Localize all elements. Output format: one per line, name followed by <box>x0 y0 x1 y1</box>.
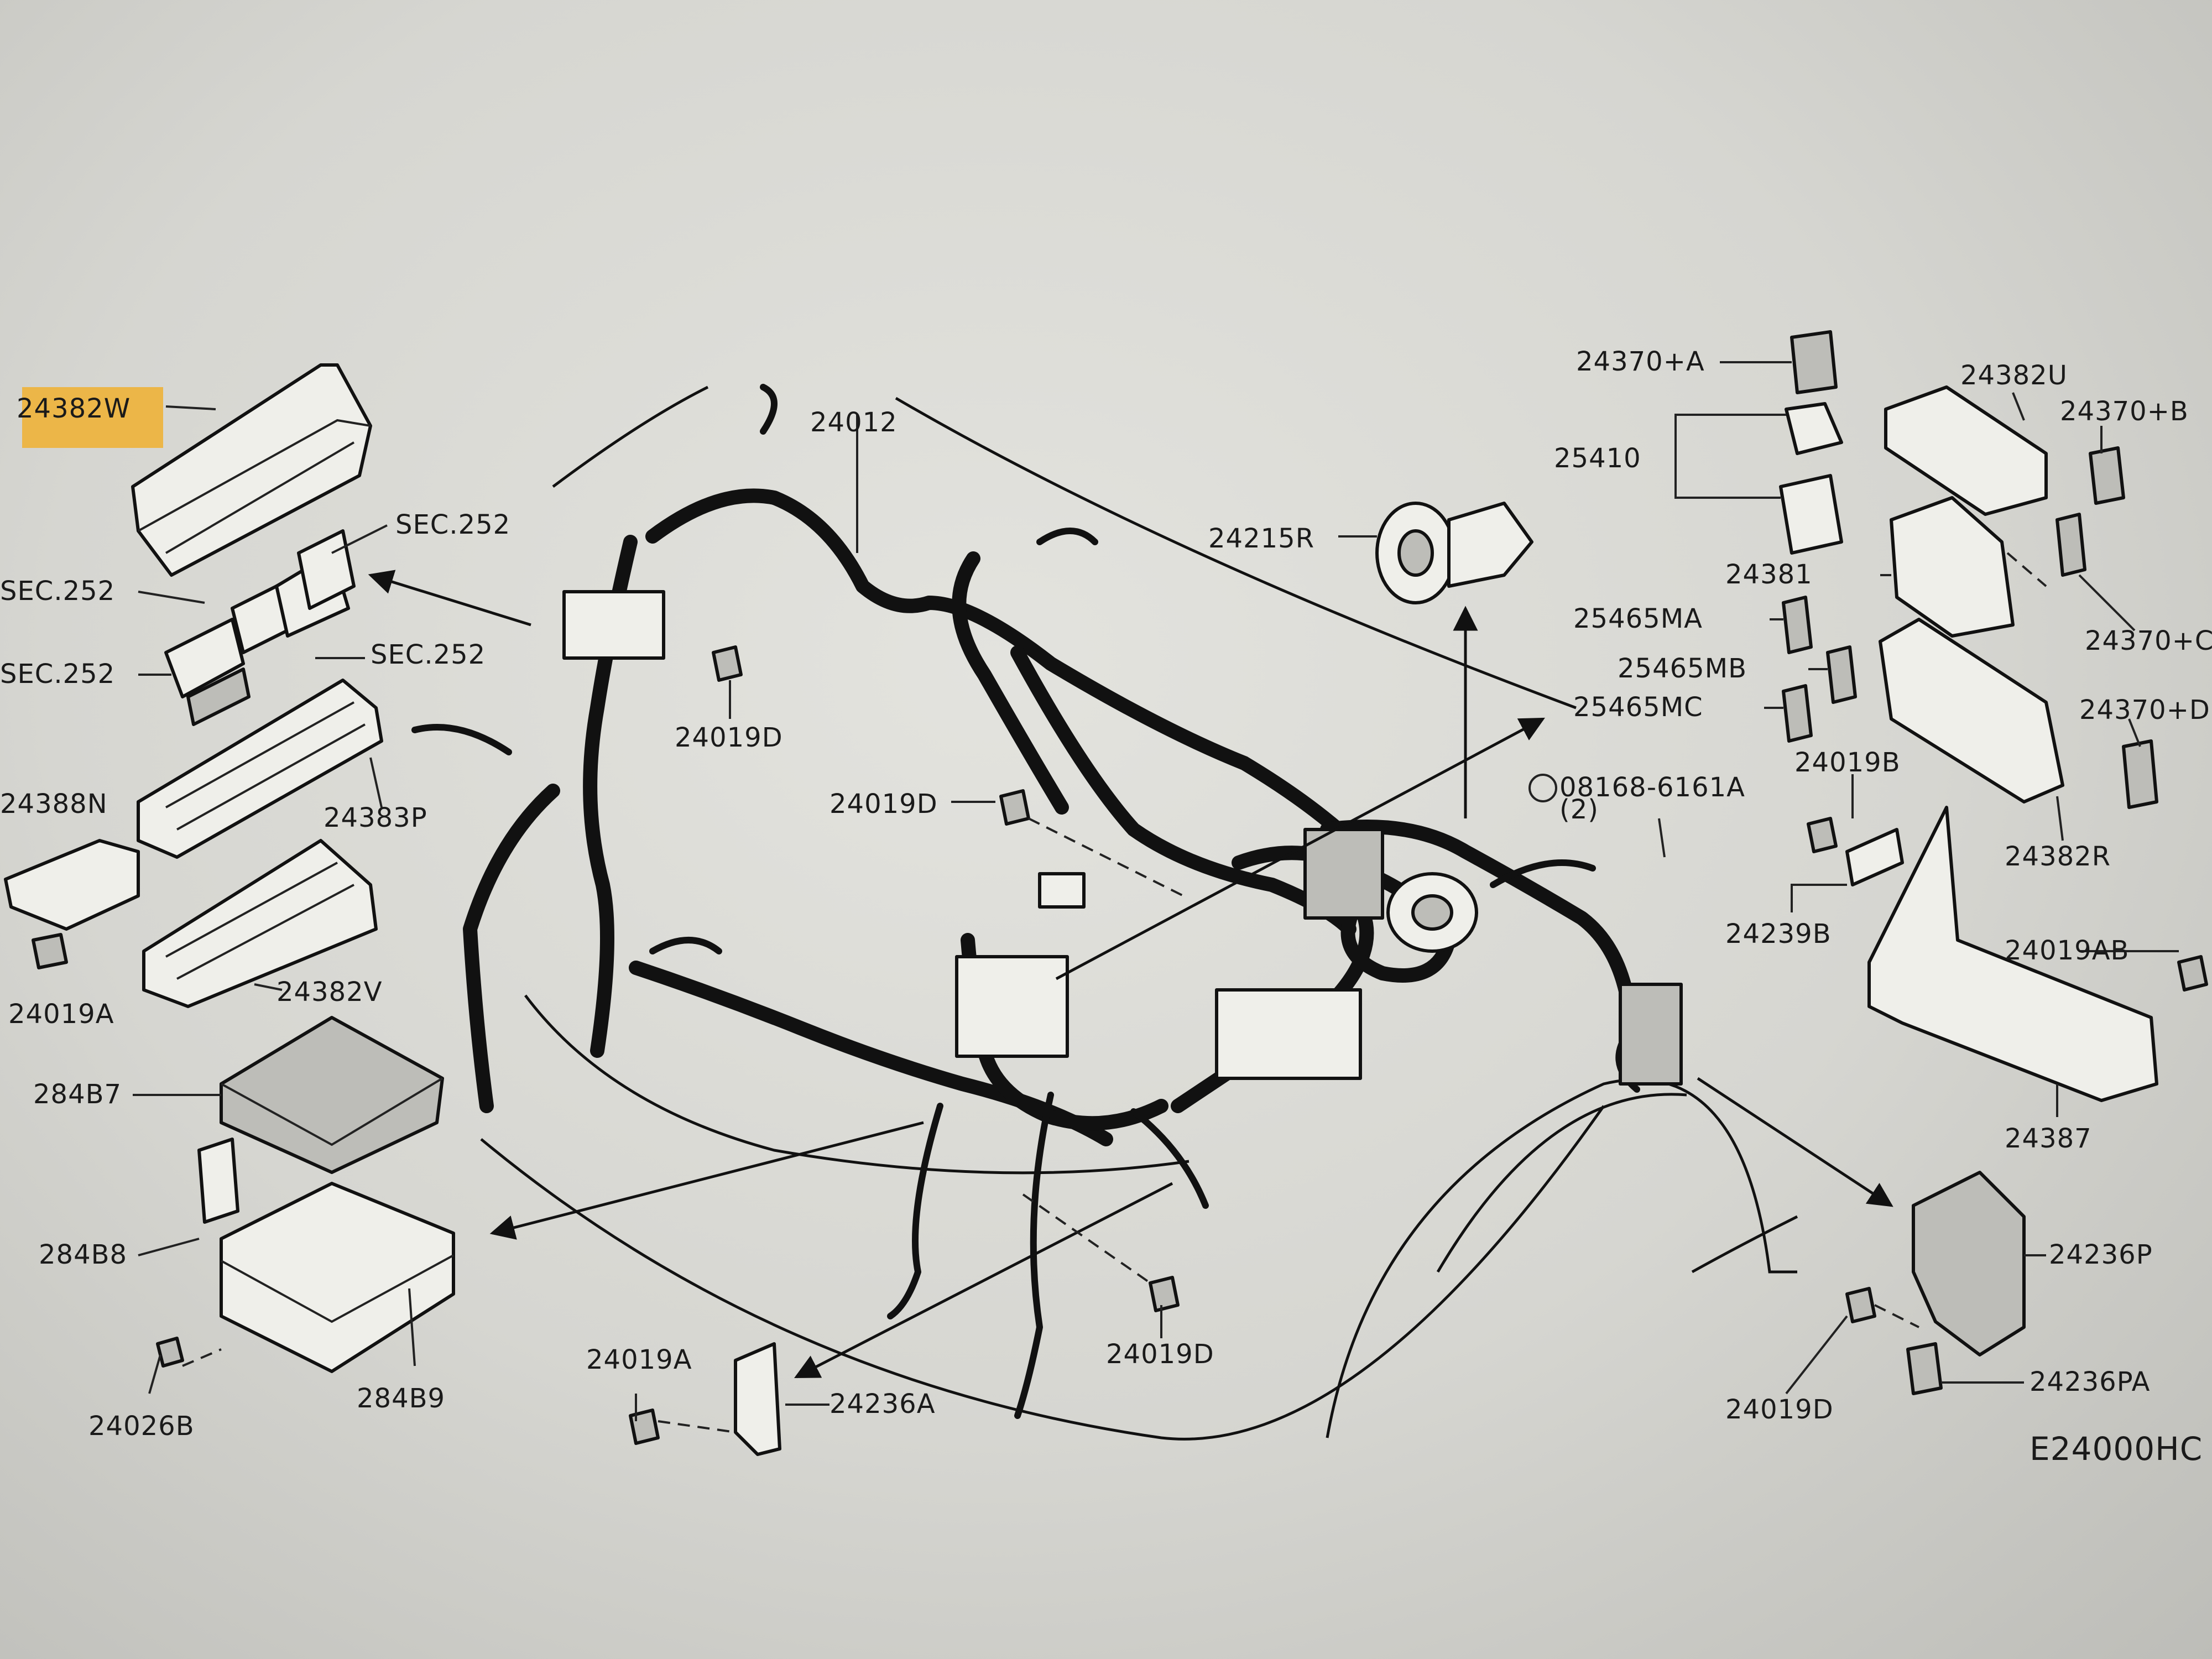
label-284B8[interactable]: 284B8 <box>39 1239 127 1270</box>
clip-284B8[interactable] <box>197 1138 239 1224</box>
label-sec252-a[interactable]: SEC.252 <box>395 509 510 540</box>
label-24382U[interactable]: 24382U <box>1960 360 2068 391</box>
fuse-box-cover-24382W[interactable] <box>131 363 372 577</box>
label-24019D-mid[interactable]: 24019D <box>830 789 938 820</box>
bolt-24019A-left[interactable] <box>32 933 68 969</box>
label-24388N[interactable]: 24388N <box>0 789 108 820</box>
label-sec252-d[interactable]: SEC.252 <box>0 659 115 690</box>
label-284B9[interactable]: 284B9 <box>357 1383 445 1414</box>
label-24236P[interactable]: 24236P <box>2049 1239 2153 1270</box>
bolt-24019A-bottom[interactable] <box>629 1408 660 1445</box>
label-24019AB[interactable]: 24019AB <box>2005 935 2129 966</box>
grommet-24215R[interactable] <box>1375 502 1533 604</box>
label-24382W[interactable]: 24382W <box>17 393 131 424</box>
relay-block-24383P[interactable] <box>137 679 383 859</box>
harness-24012[interactable] <box>411 384 1640 1419</box>
label-25465MB[interactable]: 25465MB <box>1618 653 1747 684</box>
bolt-24019D-top[interactable] <box>712 645 743 682</box>
label-24239B[interactable]: 24239B <box>1725 919 1832 950</box>
label-25465MC[interactable]: 25465MC <box>1573 692 1703 723</box>
bracket-24388N[interactable] <box>4 839 140 931</box>
fuse-24370C[interactable] <box>2056 513 2086 577</box>
fuse-25465MA[interactable] <box>1782 596 1813 654</box>
label-sec252-c[interactable]: SEC.252 <box>371 639 486 670</box>
bracket-24387[interactable] <box>1867 806 2158 1102</box>
label-24019D-right[interactable]: 24019D <box>1725 1394 1834 1425</box>
bolt-24019D-right[interactable] <box>1845 1287 1876 1323</box>
label-24370B[interactable]: 24370+B <box>2060 396 2189 427</box>
label-24019A-bottom[interactable]: 24019A <box>586 1344 692 1375</box>
fuse-24370B[interactable] <box>2089 446 2125 505</box>
leader-lines <box>133 361 2179 1433</box>
label-08168[interactable]: 08168-6161A <box>1559 772 1745 803</box>
harness-connectors <box>562 590 1683 1086</box>
callout-labels: 24382W SEC.252 SEC.252 SEC.252 SEC.252 2… <box>0 346 2212 1442</box>
module-24236P[interactable] <box>1912 1171 2026 1357</box>
relay-cluster[interactable] <box>164 529 356 726</box>
bolt-24019AB[interactable] <box>2177 955 2208 992</box>
bolt-24019B[interactable] <box>1807 817 1838 853</box>
fuse-24370D[interactable] <box>2122 739 2158 809</box>
bolt-24026B[interactable] <box>156 1337 184 1368</box>
label-24215R[interactable]: 24215R <box>1208 523 1314 554</box>
cover-24382U[interactable] <box>1884 385 2048 516</box>
fuse-25465MB[interactable] <box>1826 645 1857 704</box>
label-24236PA[interactable]: 24236PA <box>2030 1366 2150 1397</box>
label-24383P[interactable]: 24383P <box>324 802 427 833</box>
label-284B7[interactable]: 284B7 <box>33 1079 122 1110</box>
vehicle-outline <box>480 385 1798 1441</box>
block-24381[interactable] <box>1890 496 2015 638</box>
label-24019D-top[interactable]: 24019D <box>675 722 783 753</box>
relay-25410[interactable] <box>1779 402 1843 555</box>
bracket-24236A[interactable] <box>734 1342 781 1456</box>
label-08168-qty: (2) <box>1559 794 1599 825</box>
label-24370D[interactable]: 24370+D <box>2079 695 2210 726</box>
label-24370C[interactable]: 24370+C <box>2085 625 2212 656</box>
fuse-25465MC[interactable] <box>1782 684 1813 743</box>
clip-24236PA[interactable] <box>1906 1342 1943 1395</box>
label-24381[interactable]: 24381 <box>1725 559 1813 590</box>
part-highlight <box>22 387 163 448</box>
label-24382V[interactable]: 24382V <box>276 977 383 1008</box>
label-25410[interactable]: 25410 <box>1554 443 1641 474</box>
label-sec252-b[interactable]: SEC.252 <box>0 576 115 607</box>
fuse-block-24382V[interactable] <box>142 839 378 1008</box>
case-284B9[interactable] <box>220 1182 455 1373</box>
label-24019A-left[interactable]: 24019A <box>8 999 114 1030</box>
label-24236A[interactable]: 24236A <box>830 1389 936 1420</box>
diagram-title: E24000HC <box>2030 1430 2203 1468</box>
cover-284B7[interactable] <box>220 1016 444 1174</box>
bracket-24239B[interactable] <box>1845 828 1904 886</box>
bolt-24019D-mid[interactable] <box>999 789 1030 826</box>
label-24382R[interactable]: 24382R <box>2005 841 2111 872</box>
label-24026B[interactable]: 24026B <box>88 1411 195 1442</box>
label-24012[interactable]: 24012 <box>810 407 898 438</box>
bolt-24019D-bottom[interactable] <box>1149 1276 1180 1312</box>
label-25465MA[interactable]: 25465MA <box>1573 603 1703 634</box>
label-24019D-bottom[interactable]: 24019D <box>1106 1339 1214 1370</box>
label-24370A[interactable]: 24370+A <box>1576 346 1705 377</box>
label-24019B[interactable]: 24019B <box>1794 747 1901 778</box>
label-24387[interactable]: 24387 <box>2005 1123 2092 1154</box>
block-24382R[interactable] <box>1879 618 2064 804</box>
standard-part-s-icon <box>1528 774 1557 802</box>
grommet-harness <box>1386 872 1478 953</box>
fuse-24370A[interactable] <box>1790 330 1838 394</box>
